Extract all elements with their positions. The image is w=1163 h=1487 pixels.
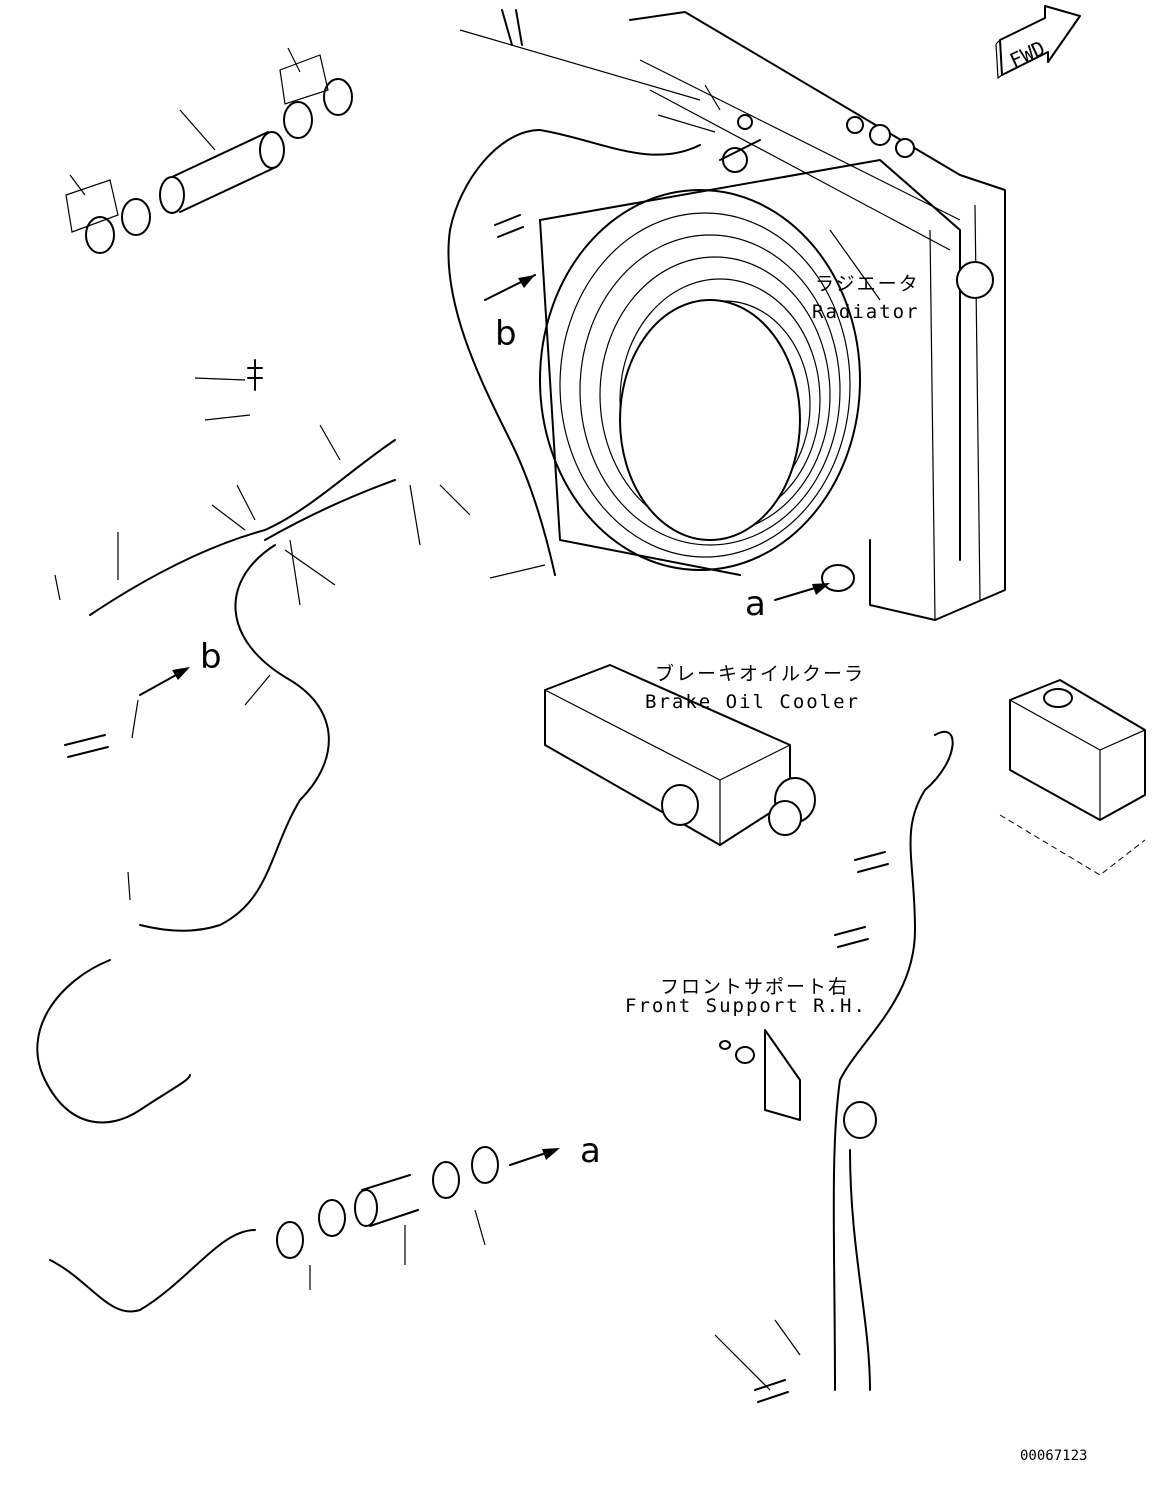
leader-lines: [54, 29, 801, 1391]
front-support: [719, 1029, 877, 1139]
brake-cooler-label-jp: ブレーキオイルクーラ: [655, 662, 865, 685]
bottom-hose-group: [276, 1146, 499, 1259]
radiator-feed-hose-upper: [539, 129, 701, 156]
radiator-label-jp: ラジエータ: [815, 273, 920, 295]
radiator-assembly: [539, 11, 1006, 621]
fwd-label: FWD: [1006, 36, 1049, 73]
lower-loop-hose: [139, 544, 330, 932]
drawing-number: 00067123: [1020, 1448, 1087, 1464]
brake-oil-cooler: [544, 664, 816, 846]
reference-arrows: [139, 274, 830, 1166]
brake-cooler-label-en: Brake Oil Cooler: [645, 691, 860, 713]
right-vertical-tube-b: [849, 1149, 871, 1391]
fwd-arrow-icon: [995, 5, 1081, 80]
right-vertical-tube: [832, 730, 954, 1391]
reservoir-tank: [999, 679, 1146, 876]
upper-hose-group: [65, 54, 353, 254]
middle-hose-a: [89, 439, 396, 616]
middle-hose-b: [264, 479, 396, 541]
ref-label-b-top: b: [495, 314, 517, 354]
front-support-label-jp: フロントサポート右: [660, 976, 849, 998]
front-support-label-en: Front Support R.H.: [625, 995, 867, 1017]
radiator-label-en: Radiator: [812, 301, 920, 323]
ref-label-b-left: b: [200, 637, 222, 677]
bolt-icons: [64, 9, 889, 1403]
ref-label-a-bottom: a: [580, 1131, 601, 1171]
ref-label-a-right: a: [745, 584, 766, 624]
lower-left-pipe: [36, 959, 191, 1124]
bottom-pipe: [49, 1229, 256, 1313]
radiator-feed-hose: [447, 129, 556, 576]
